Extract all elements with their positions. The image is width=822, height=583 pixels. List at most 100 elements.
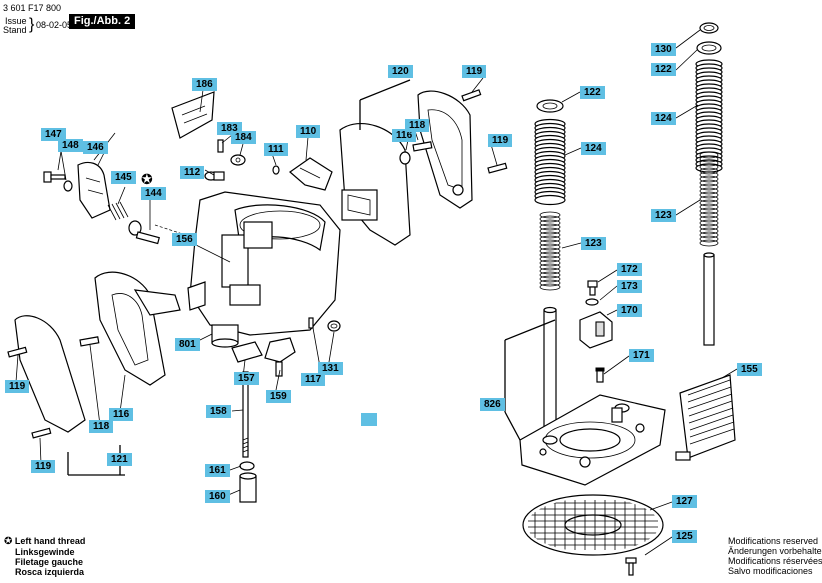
label-184: 184 (231, 131, 256, 144)
screw-119-upper-shape (461, 89, 482, 102)
label-170: 170 (617, 304, 642, 317)
issue-date: 08-02-05 (36, 20, 73, 30)
legend-right-line3: Modifications réservées (728, 556, 822, 566)
issue-brace: } (29, 16, 35, 33)
screw-117-shape (308, 317, 314, 329)
issue-label: Issue (5, 16, 27, 26)
handle-120-shape (339, 122, 411, 246)
motor-housing-shape (187, 171, 341, 348)
label-801: 801 (175, 338, 200, 351)
stand-label: Stand (3, 25, 27, 35)
label-119-left: 119 (5, 380, 30, 393)
screw-119-right-shape (487, 162, 508, 174)
label-123-mid: 123 (581, 237, 606, 250)
spring-145-shape (107, 201, 142, 236)
label-119: 119 (462, 65, 487, 78)
label-157: 157 (234, 372, 259, 385)
washer-116-shape (399, 151, 411, 165)
label-156: 156 (172, 233, 197, 246)
knob-112-shape (213, 171, 225, 181)
clamp-170-shape (579, 311, 613, 349)
left-thread-icon: ✪ (4, 536, 13, 547)
label-118: 118 (405, 119, 430, 132)
legend-right-line2: Änderungen vorbehalten (728, 546, 822, 556)
label-130: 130 (651, 43, 676, 56)
label-110: 110 (296, 125, 321, 138)
button-146-shape (77, 161, 111, 219)
bellows-124-shape (695, 59, 723, 173)
screw-172-shape (587, 280, 598, 296)
screw-119-left-shape (7, 346, 28, 358)
label-121: 121 (107, 453, 132, 466)
ring-130-shape (699, 22, 719, 34)
label-119-lower: 119 (31, 460, 56, 473)
ring-122-mid-shape (536, 99, 564, 113)
nut-184-shape (230, 154, 246, 166)
label-116: 116 (392, 129, 417, 142)
label-826: 826 (480, 398, 505, 411)
label-159: 159 (266, 390, 291, 403)
screw-125-shape (625, 557, 637, 576)
label-122-mid: 122 (580, 86, 605, 99)
label-186: 186 (192, 78, 217, 91)
screw-118-shape (412, 141, 433, 152)
label-172: 172 (617, 263, 642, 276)
screw-183-shape (217, 139, 224, 153)
ring-131-shape (327, 320, 341, 332)
label-123: 123 (651, 209, 676, 222)
legend-left: ✪ Left hand thread Linksgewinde Filetage… (4, 536, 85, 577)
spring-clip-111-shape (272, 165, 280, 175)
ring-161-shape (239, 461, 255, 471)
label-148: 148 (58, 139, 83, 152)
handle-cover-left-shape (14, 315, 86, 433)
label-120: 120 (388, 65, 413, 78)
label-161: 161 (205, 464, 230, 477)
label-147: 147 (41, 128, 66, 141)
legend-right: Modifications reserved Änderungen vorbeh… (728, 536, 822, 576)
screw-171-shape (595, 367, 605, 383)
label-173: 173 (617, 280, 642, 293)
label-111: 111 (264, 143, 288, 156)
label-122: 122 (651, 63, 676, 76)
lever-110-shape (289, 157, 333, 191)
spring-123-mid-shape (539, 211, 561, 291)
empty-label-box (361, 413, 377, 426)
label-116-left: 116 (109, 408, 134, 421)
base-plate-shape (519, 394, 666, 486)
chip-shield-155-shape (675, 374, 736, 461)
label-124: 124 (651, 112, 676, 125)
handle-cover-upper-shape (417, 90, 473, 209)
lever-186-shape (171, 91, 215, 139)
label-112: 112 (180, 166, 205, 179)
washer-173-shape (585, 298, 599, 306)
screw-147-shape (43, 171, 66, 183)
label-131: 131 (318, 362, 343, 375)
label-160: 160 (205, 490, 230, 503)
label-144: 144 (141, 187, 166, 200)
knob-159-shape (264, 337, 296, 377)
legend-left-line3: Filetage gauche (15, 557, 84, 567)
rod-shape (703, 252, 715, 346)
stop-157-shape (231, 341, 263, 363)
figure-title: Fig./Abb. 2 (69, 14, 136, 29)
knob-160-shape (239, 472, 257, 503)
label-171: 171 (629, 349, 654, 362)
legend-right-line1: Modifications reserved (728, 536, 819, 546)
legend-right-line4: Salvo modificaciones (728, 566, 813, 576)
ring-122-shape (696, 41, 722, 55)
label-124-mid: 124 (581, 142, 606, 155)
label-155: 155 (737, 363, 762, 376)
base-plate-127-shape (522, 494, 664, 556)
label-125: 125 (672, 530, 697, 543)
document-number: 3 601 F17 800 (3, 3, 62, 13)
handle-121-shape (94, 271, 181, 386)
label-118-left: 118 (89, 420, 114, 433)
spring-123-shape (699, 151, 719, 247)
label-158: 158 (206, 405, 231, 418)
left-thread-symbol-icon: ✪ (141, 171, 153, 187)
legend-left-line4: Rosca izquierda (15, 567, 85, 577)
screw-118-left-shape (79, 336, 100, 347)
label-117: 117 (301, 373, 326, 386)
